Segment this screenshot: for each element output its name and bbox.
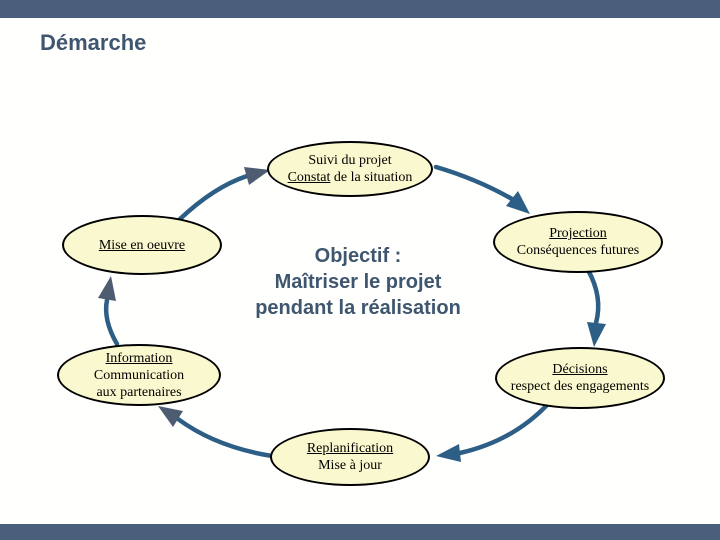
objective-text: Objectif : Maîtriser le projet pendant l… (233, 243, 483, 321)
node-line: Conséquences futures (516, 243, 640, 258)
node-line: aux partenaires (96, 384, 182, 400)
top-bar (0, 0, 720, 18)
arrow-mise-to-suivi (177, 167, 270, 222)
node-line: Replanification (306, 441, 394, 456)
node-line: respect des engagements (510, 379, 650, 394)
node-line: Information (105, 350, 173, 366)
node-line: Suivi du projet (308, 153, 392, 168)
objective-line-2: Maîtriser le projet (274, 271, 442, 293)
bottom-bar (0, 524, 720, 540)
node-decisions: Décisions respect des engagements (495, 347, 665, 409)
arrow-head-icon (436, 444, 461, 462)
arrow-line (177, 173, 250, 222)
node-suivi-du-projet: Suivi du projet Constat de la situation (267, 141, 433, 197)
arrow-line (175, 416, 275, 459)
objective-line-1: Objectif : (314, 245, 402, 267)
node-line: Constat de la situation (287, 170, 413, 185)
arrow-head-icon (158, 406, 183, 427)
node-line: Décisions (552, 362, 608, 377)
arrow-line (457, 401, 551, 456)
node-line: Communication (93, 367, 185, 383)
arrow-information-to-mise (98, 276, 120, 347)
arrow-head-icon (244, 167, 270, 185)
arrow-line (433, 164, 515, 202)
node-line: Mise en oeuvre (98, 237, 186, 253)
arrow-suivi-to-projection (433, 164, 530, 214)
node-line: Mise à jour (318, 458, 382, 473)
node-line: Projection (549, 226, 607, 241)
arrow-head-icon (506, 191, 530, 214)
objective-line-3: pendant la réalisation (255, 297, 461, 319)
slide-title: Démarche (40, 30, 147, 55)
node-replanification: Replanification Mise à jour (270, 428, 430, 486)
node-information: Information Communication aux partenaire… (57, 344, 221, 406)
arrow-line (585, 267, 601, 326)
arrow-decisions-to-replanification (436, 401, 551, 462)
arrow-projection-to-decisions (585, 267, 606, 347)
node-mise-en-oeuvre: Mise en oeuvre (62, 215, 222, 275)
node-projection: Projection Conséquences futures (493, 211, 663, 273)
arrow-head-icon (98, 276, 116, 301)
arrow-line (103, 297, 120, 347)
arrow-head-icon (587, 322, 606, 347)
arrow-replanification-to-information (158, 406, 275, 459)
